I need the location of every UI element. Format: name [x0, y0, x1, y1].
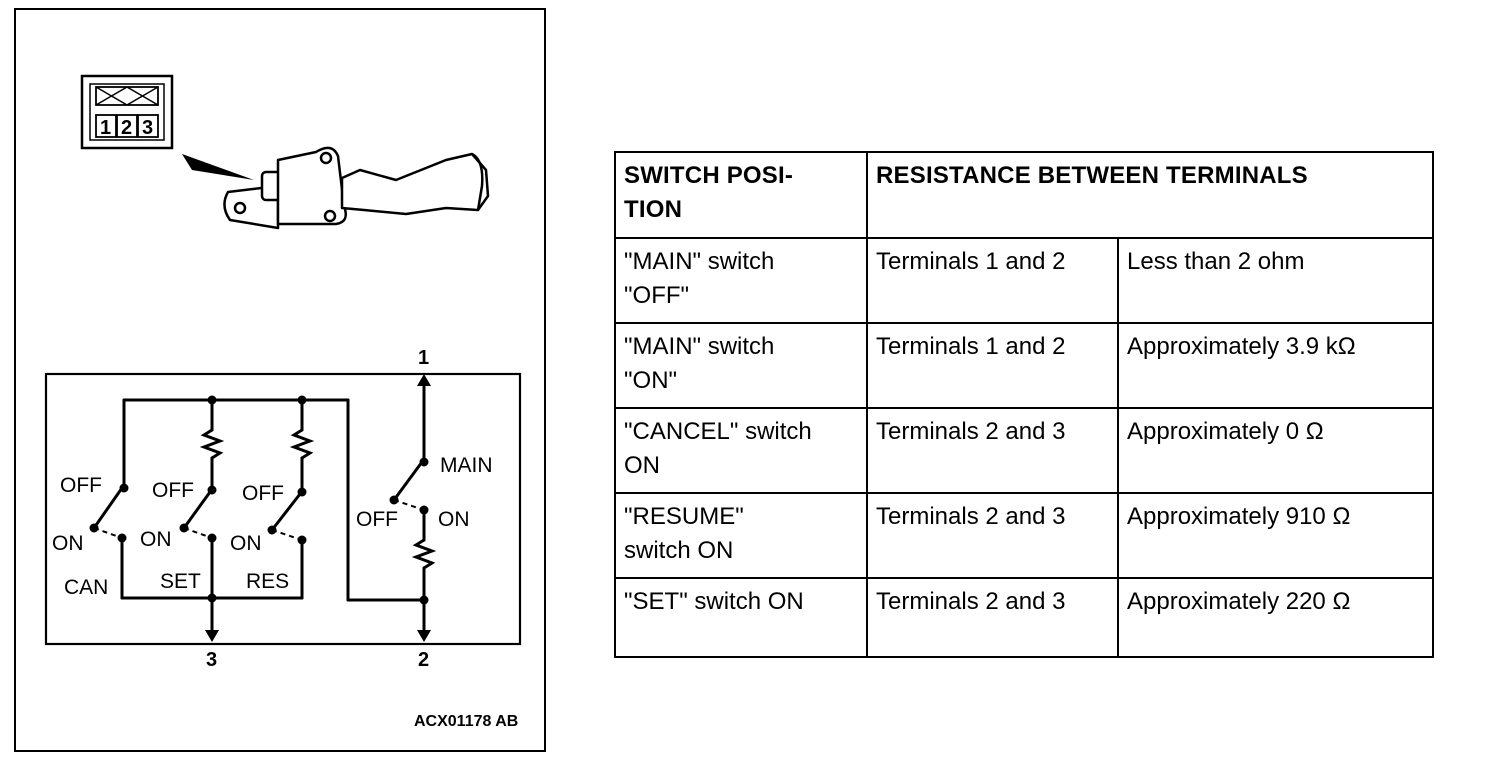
cell-position: "CANCEL" switch ON: [614, 407, 868, 494]
table-row: "MAIN" switch "OFF" Terminals 1 and 2 Le…: [614, 237, 1434, 324]
figure-id: ACX01178 AB: [414, 713, 518, 730]
cell-terminals: Terminals 1 and 2: [866, 322, 1119, 409]
resistance-table: SWITCH POSI- TION RESISTANCE BETWEEN TER…: [614, 151, 1434, 658]
can-on-label: ON: [52, 532, 84, 555]
set-on-label: ON: [140, 528, 172, 551]
can-off-label: OFF: [60, 474, 102, 497]
cell-terminals: Terminals 2 and 3: [866, 577, 1119, 658]
lever-switch-icon: [223, 146, 490, 230]
set-off-label: OFF: [152, 479, 194, 502]
table-row: "RESUME" switch ON Terminals 2 and 3 App…: [614, 492, 1434, 579]
terminal-3-label: 3: [206, 649, 217, 671]
view-arrow: [182, 154, 254, 180]
connector-face: [80, 74, 174, 150]
cell-position: "MAIN" switch "OFF": [614, 237, 868, 324]
cell-resistance: Approximately 3.9 kΩ: [1117, 322, 1434, 409]
connector-pin-3: 3: [142, 117, 153, 139]
cell-terminals: Terminals 2 and 3: [866, 492, 1119, 579]
header-switch-position: SWITCH POSI- TION: [614, 151, 868, 239]
connector-pin-1: 1: [100, 117, 111, 139]
cell-terminals: Terminals 2 and 3: [866, 407, 1119, 494]
can-label: CAN: [64, 576, 108, 599]
table-row: "CANCEL" switch ON Terminals 2 and 3 App…: [614, 407, 1434, 494]
table-row: "MAIN" switch "ON" Terminals 1 and 2 App…: [614, 322, 1434, 409]
terminal-2-label: 2: [418, 649, 429, 671]
cell-position: "SET" switch ON: [614, 577, 868, 658]
schematic-wires: [92, 380, 437, 634]
cell-resistance: Approximately 0 Ω: [1117, 407, 1434, 494]
figure-panel: 1 2 3: [14, 8, 546, 752]
terminal-arrows: [205, 374, 431, 642]
schematic-dashed: [93, 499, 425, 541]
main-off-label: OFF: [356, 508, 398, 531]
terminal-1-label: 1: [418, 347, 429, 369]
table-row: "SET" switch ON Terminals 2 and 3 Approx…: [614, 577, 1434, 658]
schematic-enclosure: [44, 372, 522, 646]
cell-resistance: Less than 2 ohm: [1117, 237, 1434, 324]
cell-resistance: Approximately 220 Ω: [1117, 577, 1434, 658]
main-on-label: ON: [438, 508, 470, 531]
cell-position: "MAIN" switch "ON": [614, 322, 868, 409]
cell-terminals: Terminals 1 and 2: [866, 237, 1119, 324]
table-header-row: SWITCH POSI- TION RESISTANCE BETWEEN TER…: [614, 151, 1434, 239]
res-label: RES: [246, 570, 289, 593]
main-label: MAIN: [440, 454, 493, 477]
res-off-label: OFF: [242, 482, 284, 505]
cell-position: "RESUME" switch ON: [614, 492, 868, 579]
schematic-dots: [89, 395, 429, 605]
res-on-label: ON: [230, 532, 262, 555]
connector-pin-2: 2: [121, 117, 132, 139]
cell-resistance: Approximately 910 Ω: [1117, 492, 1434, 579]
set-label: SET: [160, 570, 201, 593]
header-resistance: RESISTANCE BETWEEN TERMINALS: [866, 151, 1434, 239]
cruise-switch-diagram: 1 2 3: [44, 74, 522, 730]
